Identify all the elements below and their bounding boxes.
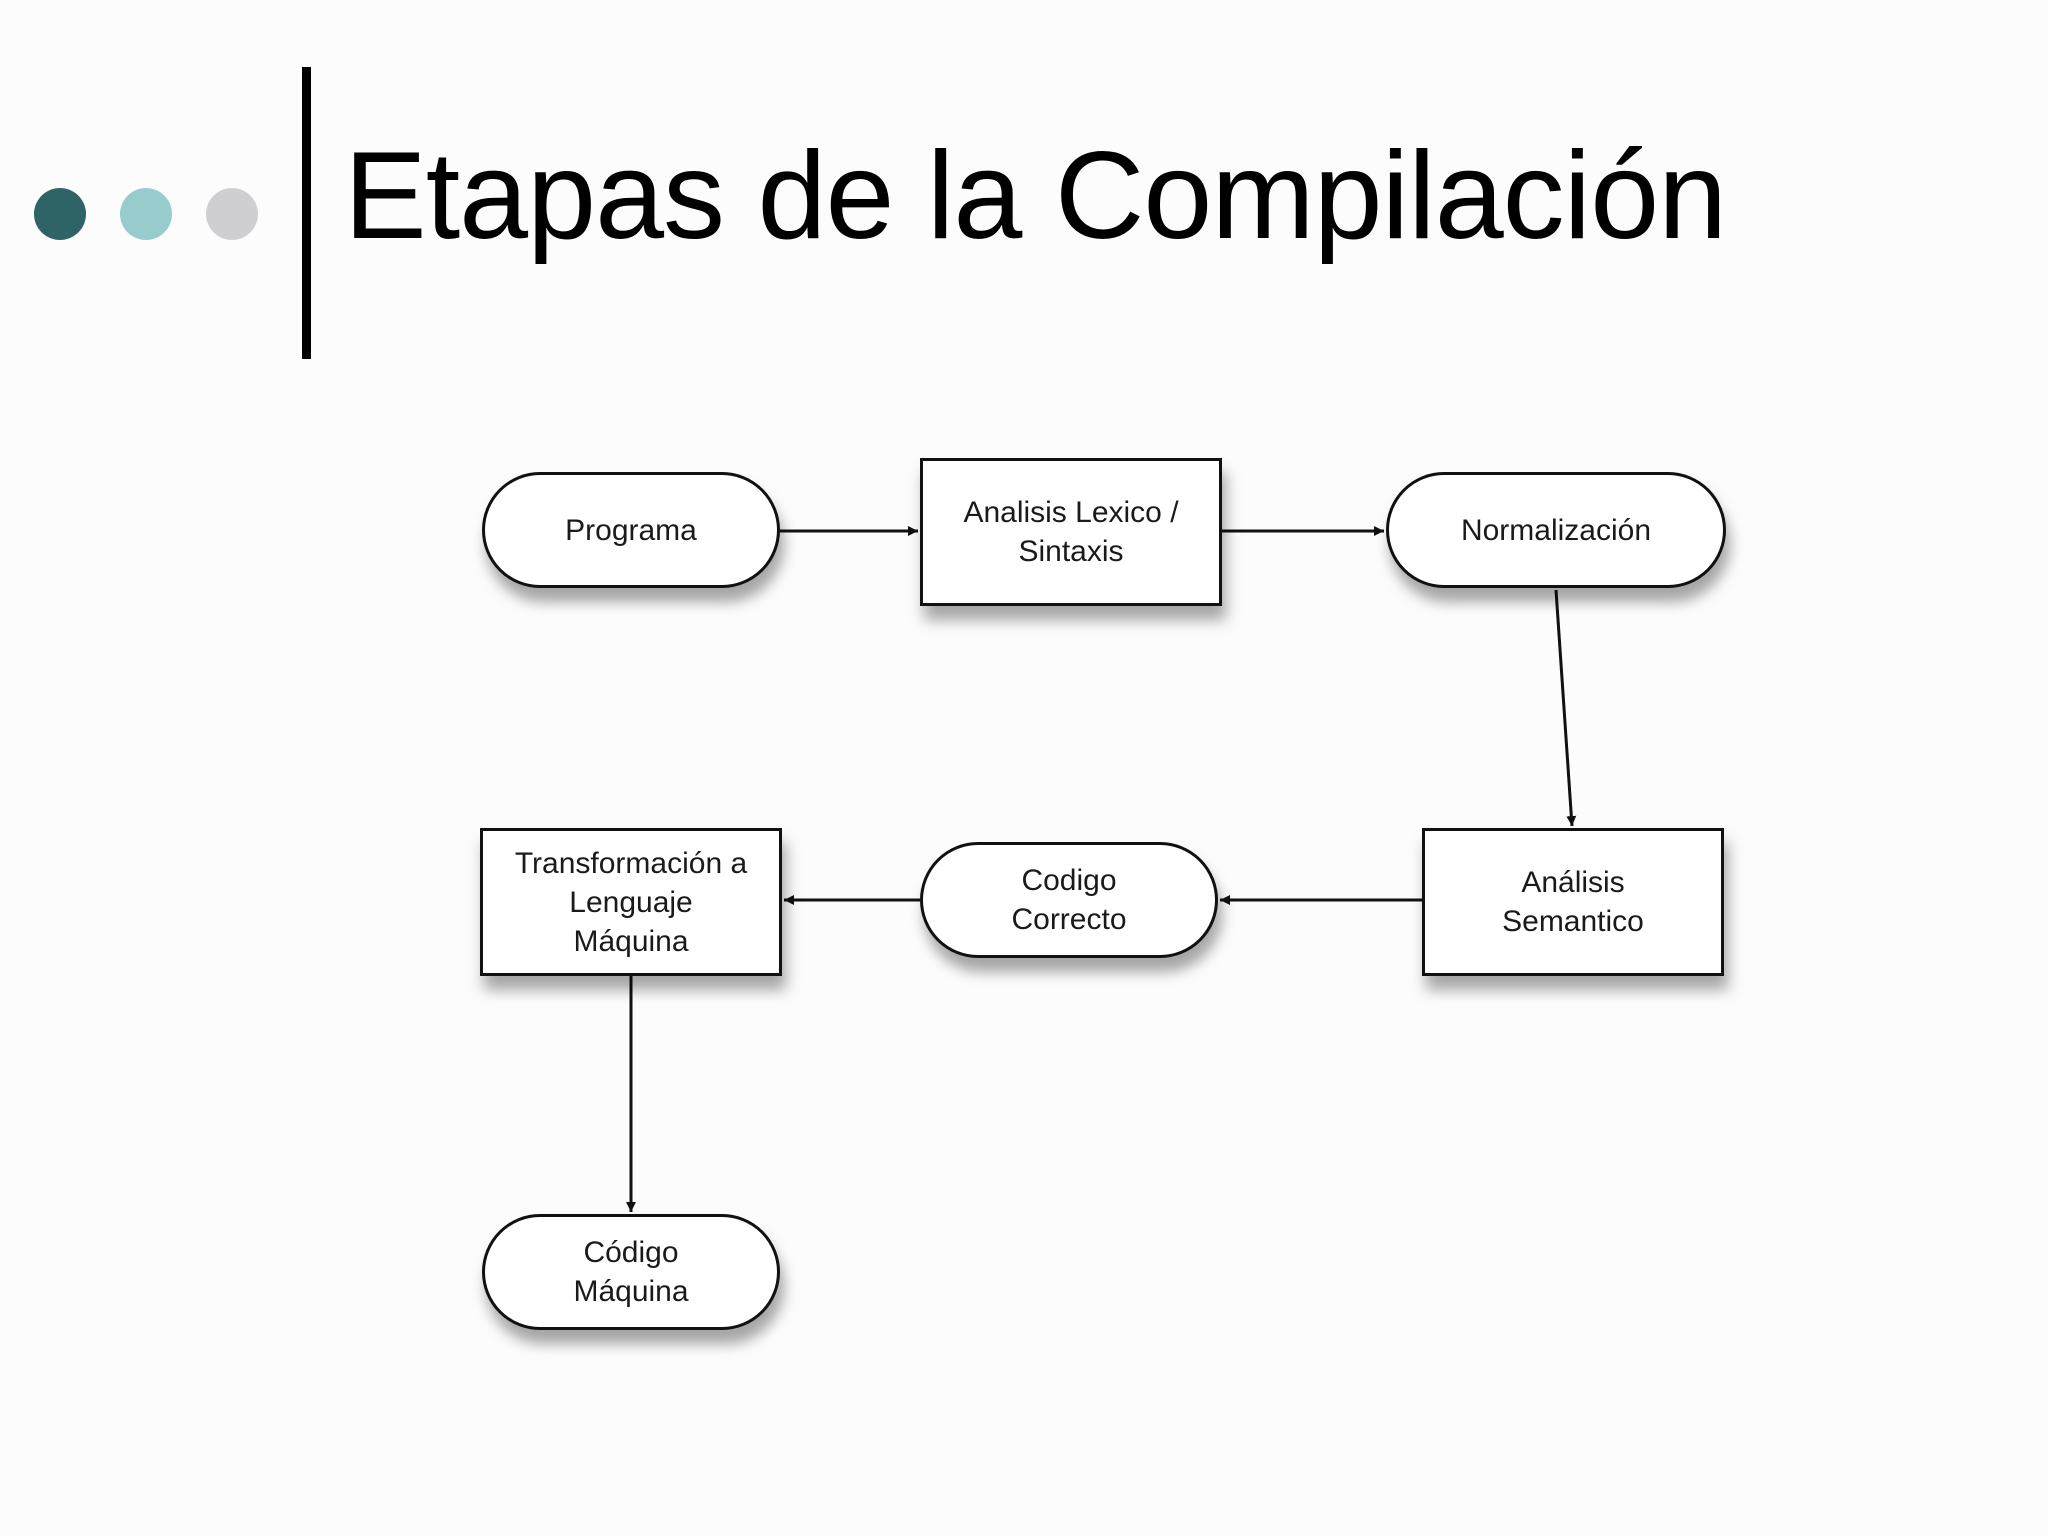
arrow-normalizacion-to-semantico xyxy=(1554,589,1577,827)
slide-title: Etapas de la Compilación xyxy=(344,127,1727,265)
node-codigo-maquina: Código Máquina xyxy=(482,1214,780,1330)
title-divider xyxy=(302,67,311,359)
node-normalizacion: Normalización xyxy=(1386,472,1726,588)
node-codigo-correcto: Codigo Correcto xyxy=(920,842,1218,958)
node-transformacion: Transformación a Lenguaje Máquina xyxy=(480,828,782,976)
node-programa: Programa xyxy=(482,472,780,588)
decor-dot-gray xyxy=(206,188,258,240)
node-analisis-lexico: Analisis Lexico / Sintaxis xyxy=(920,458,1222,606)
decor-dot-teal xyxy=(120,188,172,240)
node-analisis-semantico: Análisis Semantico xyxy=(1422,828,1724,976)
decor-dot-dark xyxy=(34,188,86,240)
